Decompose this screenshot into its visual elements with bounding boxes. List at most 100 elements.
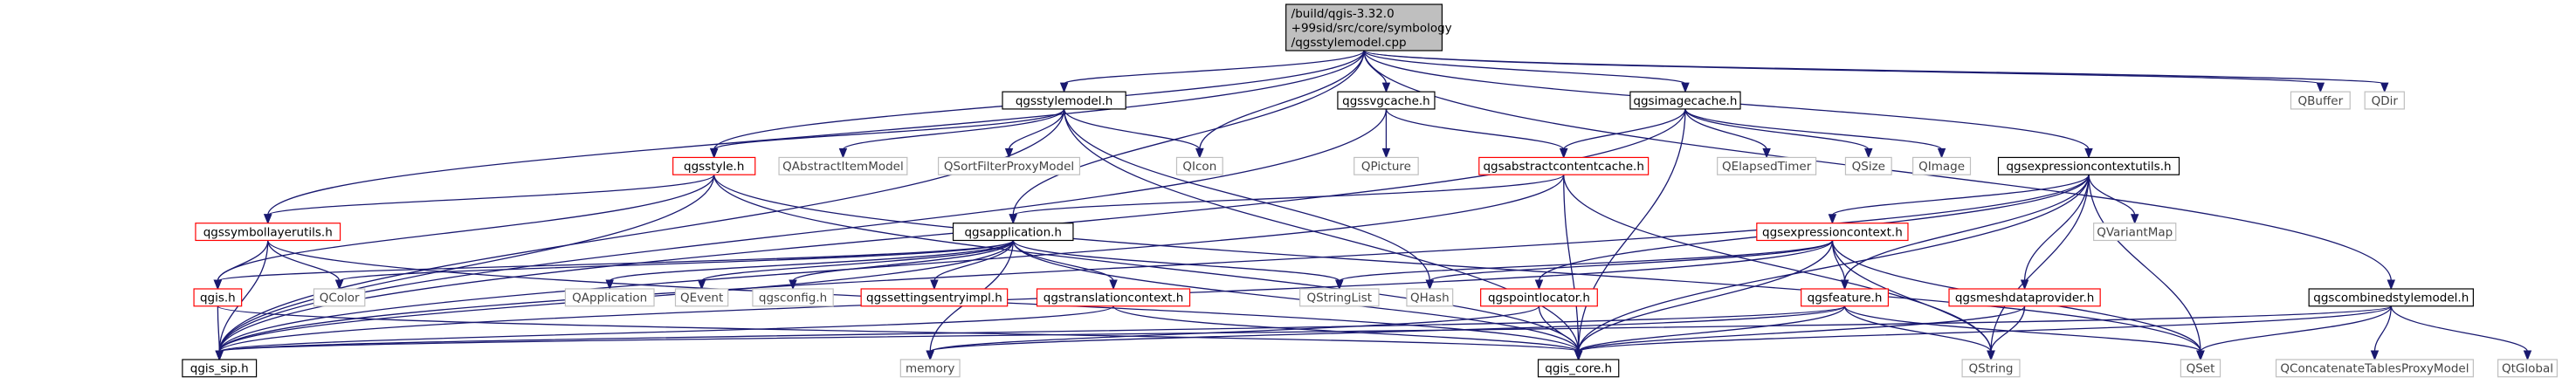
edge-qgssvgcache_h-to-qgsabstractcontentcache_h <box>1385 108 1565 151</box>
edge-qgsexpressioncontextutils_h-to-qgis_core_h <box>1577 175 2090 353</box>
edge-qgssymbollayerutils_h-to-QColor <box>267 240 341 282</box>
node-qgstranslationcontext-h[interactable]: qgstranslationcontext.h <box>1036 288 1191 307</box>
edge-arrowhead <box>2370 350 2380 361</box>
edge-qgsapplication_h-to-qgstranslationcontext_h <box>1012 240 1114 282</box>
node-label: QColor <box>320 291 360 305</box>
node-label: qgscombinedstylemodel.h <box>2313 291 2469 305</box>
edge-qgsimagecache_h-to-qgis_sip_h <box>218 108 1686 353</box>
node-label: QSet <box>2187 362 2215 376</box>
node-qsortfilterproxymodel: QSortFilterProxyModel <box>938 156 1081 175</box>
node-memory: memory <box>899 359 961 378</box>
edge-qgsapplication_h-to-QStringList <box>1012 240 1340 282</box>
node-qgsstylemodel-h[interactable]: qgsstylemodel.h <box>1002 91 1126 110</box>
edge-arrowhead <box>1864 147 1873 159</box>
node-qgssvgcache-h[interactable]: qgssvgcache.h <box>1337 91 1436 110</box>
node-qgsexpressioncontextutils-h[interactable]: qgsexpressioncontextutils.h <box>1997 156 2180 175</box>
edge-arrowhead <box>1195 147 1204 159</box>
node-box <box>564 288 655 307</box>
node-qstring: QString <box>1961 359 2021 378</box>
node-box <box>752 288 834 307</box>
node-label: qgsabstractcontentcache.h <box>1483 160 1643 174</box>
edge-qgsexpressioncontextutils_h-to-qgsmeshdataprovider_h <box>2023 175 2090 281</box>
edge-qgsimagecache_h-to-qgsabstractcontentcache_h <box>1563 108 1686 150</box>
edge-arrowhead <box>709 147 719 159</box>
edge-qgsapplication_h-to-qgis_h <box>217 239 1014 282</box>
graph-edges <box>213 50 2532 361</box>
node-qgsstyle-h[interactable]: qgsstyle.h <box>672 156 756 175</box>
node-box <box>1961 359 2021 378</box>
edge-arrowhead <box>1109 279 1118 291</box>
edge-qgsapplication_h-to-QEvent <box>700 240 1014 282</box>
edge-qgscombinedstylemodel_h-to-qgis_sip_h <box>218 305 2392 353</box>
node-qgssettingsentryimpl-h[interactable]: qgssettingsentryimpl.h <box>860 288 1009 307</box>
node-qabstractitemmodel: QAbstractItemModel <box>778 156 908 175</box>
node-label: memory <box>906 362 954 376</box>
node-label: QImage <box>1918 160 1965 174</box>
node-qdir: QDir <box>2364 91 2405 110</box>
edge-arrowhead <box>334 279 344 291</box>
node-box <box>2290 91 2351 110</box>
node-label: QString <box>1969 362 2014 376</box>
node-qconcatenatetablesproxymodel: QConcatenateTablesProxyModel <box>2275 359 2474 378</box>
edge-qgsabstractcontentcache_h-to-qgsapplication_h <box>1012 174 1565 216</box>
edge-qgsexpressioncontextutils_h-to-QVariantMap <box>2088 175 2136 216</box>
edge-qgsexpressioncontext_h-to-qgis_sip_h <box>218 240 1834 353</box>
node-qgis-core-h[interactable]: qgis_core.h <box>1537 359 1620 378</box>
edge-qgsexpressioncontext_h-to-QString <box>1831 240 1992 353</box>
node-qgsmeshdataprovider-h[interactable]: qgsmeshdataprovider.h <box>1948 288 2101 307</box>
edge-qgsstylemodel_h-to-QAbstractItemModel <box>842 108 1065 151</box>
node-box <box>1537 359 1620 378</box>
edge-qgscombinedstylemodel_h-to-QSet <box>2200 305 2392 353</box>
node-qgscombinedstylemodel-h[interactable]: qgscombinedstylemodel.h <box>2308 288 2474 307</box>
node-label: QConcatenateTablesProxyModel <box>2280 362 2469 376</box>
edge-arrowhead <box>1559 147 1568 159</box>
node-qgis-sip-h[interactable]: qgis_sip.h <box>182 359 258 378</box>
edge-arrowhead <box>1004 147 1014 159</box>
node-qgsfeature-h[interactable]: qgsfeature.h <box>1801 288 1889 307</box>
edge-arrowhead <box>1987 350 1995 361</box>
node-box <box>1844 156 1892 175</box>
node-box <box>1756 223 1909 242</box>
node-box <box>1175 156 1223 175</box>
edge-qgsstyle_h-to-qgis_core_h <box>713 175 1580 353</box>
node-box <box>860 288 1009 307</box>
node-label: QSize <box>1852 160 1885 174</box>
edge-arrowhead <box>1009 214 1017 225</box>
node-qgssymbollayerutils-h[interactable]: qgssymbollayerutils.h <box>195 223 341 242</box>
edge-root-to-QIcon <box>1199 50 1365 150</box>
node-qgsapplication-h[interactable]: qgsapplication.h <box>952 223 1074 242</box>
edge-arrowhead <box>2316 82 2325 93</box>
edge-qgsimagecache_h-to-qgis_core_h <box>1577 108 1686 353</box>
node-label: qgsexpressioncontext.h <box>1762 225 1903 239</box>
node-qgsexpressioncontext-h[interactable]: qgsexpressioncontext.h <box>1756 223 1909 242</box>
node-qtglobal: QtGlobal <box>2497 359 2558 378</box>
node-box <box>1285 3 1443 51</box>
node-label: qgsfeature.h <box>1808 291 1883 305</box>
edge-qgspointlocator_h-to-memory <box>929 305 1540 353</box>
node-qgsabstractcontentcache-h[interactable]: qgsabstractcontentcache.h <box>1478 156 1650 175</box>
node-label: QApplication <box>572 291 647 305</box>
node-qelapsedtimer: QElapsedTimer <box>1717 156 1817 175</box>
node-qgspointlocator-h[interactable]: qgspointlocator.h <box>1480 288 1598 307</box>
node-box <box>1801 288 1889 307</box>
node-qgsimagecache-h[interactable]: qgsimagecache.h <box>1629 91 1741 110</box>
node-qhash: QHash <box>1406 288 1454 307</box>
edge-qgsimagecache_h-to-QElapsedTimer <box>1684 108 1767 150</box>
node-qvariantmap: QVariantMap <box>2093 223 2177 242</box>
edge-qgstranslationcontext_h-to-qgis_sip_h <box>218 305 1114 353</box>
edge-qgsfeature_h-to-memory <box>929 305 1846 353</box>
edge-arrowhead <box>2523 350 2532 361</box>
node-box <box>1299 288 1380 307</box>
edge-root-to-qgsapplication_h <box>1012 50 1365 216</box>
edge-qgis_h-to-qgis_core_h <box>217 305 1580 353</box>
edge-root-to-qgssymbollayerutils_h <box>267 50 1365 216</box>
edge-qgsstylemodel_h-to-qgis_sip_h <box>218 108 1065 353</box>
edge-qgssymbollayerutils_h-to-qgis_sip_h <box>218 240 269 353</box>
node-qgsstylemodel-cpp[interactable]: /build/qgis-3.32.0+99sid/src/core/symbol… <box>1285 3 1452 51</box>
edge-arrowhead <box>213 279 223 291</box>
node-qcolor: QColor <box>313 288 366 307</box>
edge-root-to-qgsimagecache_h <box>1363 50 1686 85</box>
node-qgis-h[interactable]: qgis.h <box>193 288 243 307</box>
node-label: qgis.h <box>200 291 236 305</box>
node-box <box>674 288 729 307</box>
